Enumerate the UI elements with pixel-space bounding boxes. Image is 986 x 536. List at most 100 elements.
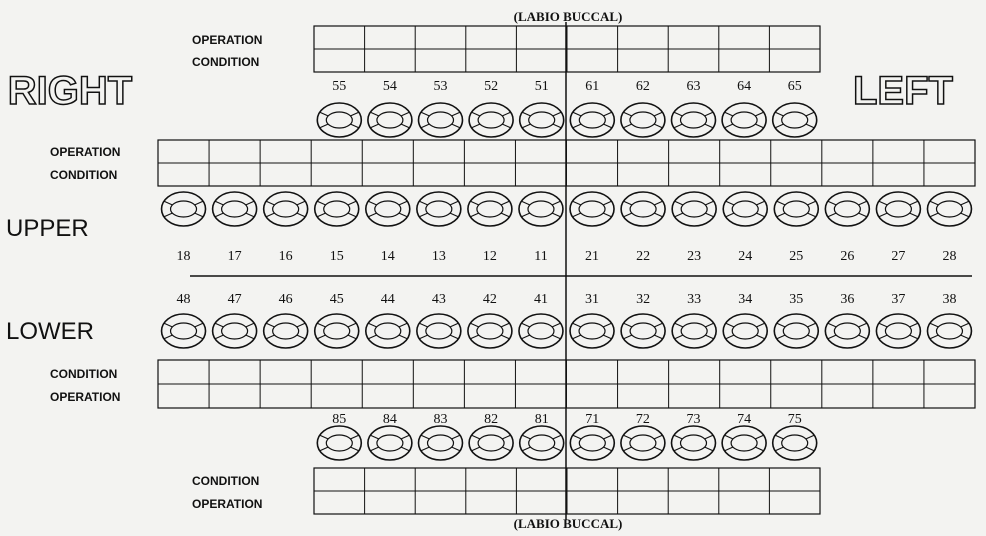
- tooth-upper-permanent-line: [245, 212, 255, 218]
- tooth-lower-primary-line: [451, 446, 461, 452]
- tooth-lower-primary-line: [622, 446, 633, 452]
- tooth-lower-permanent-line: [807, 322, 817, 328]
- tooth-lower-permanent-line: [551, 334, 562, 340]
- tooth-upper-permanent-line: [245, 200, 255, 206]
- tooth-upper-permanent-line: [858, 200, 868, 206]
- tooth-lower-permanent-outline: [160, 313, 207, 349]
- tooth-upper-primary-occlusal: [325, 111, 353, 129]
- tooth-lower-permanent-line: [245, 334, 255, 340]
- tooth-lower-permanent-occlusal: [220, 322, 249, 340]
- tooth-upper-permanent-line: [929, 200, 939, 206]
- tooth-upper-permanent-outline: [671, 191, 717, 227]
- tooth-lower-primary-line: [552, 434, 562, 440]
- tooth-lower-primary-line: [622, 434, 633, 440]
- tooth-upper-permanent-line: [194, 200, 204, 206]
- tooth-upper-permanent-line: [673, 200, 684, 206]
- tooth-lower-primary-line: [704, 446, 714, 452]
- tooth-lower-primary-occlusal: [528, 434, 556, 452]
- tooth-lower-permanent-line: [245, 322, 255, 328]
- tooth-upper-primary-occlusal: [578, 111, 606, 129]
- tooth-upper-permanent-line: [520, 200, 531, 206]
- tooth-lower-permanent-line: [724, 322, 735, 328]
- tooth-upper-primary-line: [451, 111, 461, 117]
- tooth-upper-permanent-outline: [620, 191, 666, 227]
- tooth-upper-permanent-occlusal: [425, 200, 453, 218]
- tooth-lower-permanent-occlusal: [425, 322, 453, 340]
- tooth-lower-permanent-line: [418, 322, 429, 328]
- tooth-lower-primary-outline: [721, 425, 767, 461]
- tooth-lower-primary-occlusal: [376, 434, 404, 452]
- tooth-lower-primary-line: [501, 434, 512, 440]
- tooth-lower-primary-line: [521, 446, 531, 452]
- tooth-lower-permanent-line: [163, 334, 173, 340]
- tooth-upper-permanent-occlusal: [527, 200, 555, 218]
- tooth-number: 55: [332, 79, 346, 94]
- tooth-upper-permanent-line: [724, 212, 735, 218]
- tooth-lower-permanent-line: [960, 334, 970, 340]
- tooth-number: 81: [535, 412, 549, 427]
- tooth-upper-permanent-outline: [773, 191, 820, 227]
- tooth-upper-permanent-line: [214, 200, 224, 206]
- tooth-upper-primary-line: [723, 111, 734, 117]
- tooth-upper-primary-line: [350, 123, 360, 129]
- tooth-upper-primary-line: [603, 111, 613, 117]
- tooth-upper-primary-line: [723, 123, 734, 129]
- tooth-upper-primary-line: [470, 123, 481, 129]
- tooth-lower-primary-line: [350, 434, 360, 440]
- tooth-upper-primary-line: [572, 111, 582, 117]
- tooth-upper-permanent-line: [878, 200, 888, 206]
- tooth-upper-permanent-line: [807, 212, 817, 218]
- tooth-lower-permanent-line: [347, 322, 357, 328]
- tooth-upper-primary-line: [653, 123, 664, 129]
- tooth-upper-permanent-line: [602, 200, 613, 206]
- tooth-lower-primary-outline: [316, 425, 363, 461]
- tooth-number: 41: [534, 292, 548, 307]
- tooth-upper-permanent-occlusal: [374, 200, 402, 218]
- tooth-upper-permanent-line: [827, 200, 837, 206]
- tooth-upper-permanent-line: [622, 200, 633, 206]
- tooth-lower-primary-outline: [518, 425, 565, 461]
- tooth-lower-primary-line: [470, 434, 481, 440]
- tooth-lower-permanent-line: [347, 334, 357, 340]
- tooth-lower-primary-outline: [417, 425, 464, 461]
- tooth-lower-permanent-outline: [620, 313, 666, 349]
- tooth-lower-permanent-outline: [722, 313, 769, 349]
- tooth-lower-primary-line: [653, 434, 664, 440]
- tooth-upper-primary-outline: [367, 102, 413, 138]
- tooth-upper-primary-outline: [721, 102, 767, 138]
- tooth-upper-primary-outline: [468, 102, 514, 138]
- tooth-upper-permanent-outline: [926, 191, 973, 227]
- tooth-lower-permanent-outline: [926, 313, 973, 349]
- tooth-number: 85: [332, 412, 346, 427]
- tooth-number: 33: [687, 292, 701, 307]
- tooth-lower-primary-line: [350, 446, 360, 452]
- tooth-lower-primary-line: [673, 434, 683, 440]
- tooth-lower-primary-line: [774, 446, 784, 452]
- tooth-upper-primary-line: [501, 111, 512, 117]
- tooth-lower-primary-line: [521, 434, 531, 440]
- tooth-lower-permanent-occlusal: [169, 322, 198, 340]
- tooth-upper-primary-line: [369, 111, 380, 117]
- tooth-upper-permanent-line: [704, 200, 715, 206]
- tooth-number: 26: [840, 249, 854, 264]
- tooth-number: 13: [432, 249, 446, 264]
- tooth-lower-permanent-line: [469, 322, 480, 328]
- tooth-number: 18: [177, 249, 191, 264]
- tooth-upper-primary-line: [704, 111, 714, 117]
- lower-primary-row-label-2: OPERATION: [192, 497, 262, 511]
- tooth-lower-permanent-line: [827, 322, 837, 328]
- tooth-upper-permanent-line: [858, 212, 868, 218]
- tooth-lower-permanent-line: [449, 334, 460, 340]
- tooth-lower-primary-line: [451, 434, 461, 440]
- tooth-upper-permanent-occlusal: [629, 200, 657, 218]
- lower-primary-row-label-1: CONDITION: [192, 474, 259, 488]
- tooth-number: 48: [177, 292, 191, 307]
- tooth-upper-permanent-occlusal: [220, 200, 249, 218]
- tooth-lower-primary-line: [369, 446, 380, 452]
- tooth-lower-permanent-line: [622, 334, 633, 340]
- lower-permanent-row-label-1: CONDITION: [50, 367, 117, 381]
- tooth-lower-primary-outline: [569, 425, 616, 461]
- tooth-upper-primary-line: [704, 123, 714, 129]
- tooth-lower-primary-outline: [367, 425, 413, 461]
- tooth-lower-permanent-line: [469, 334, 480, 340]
